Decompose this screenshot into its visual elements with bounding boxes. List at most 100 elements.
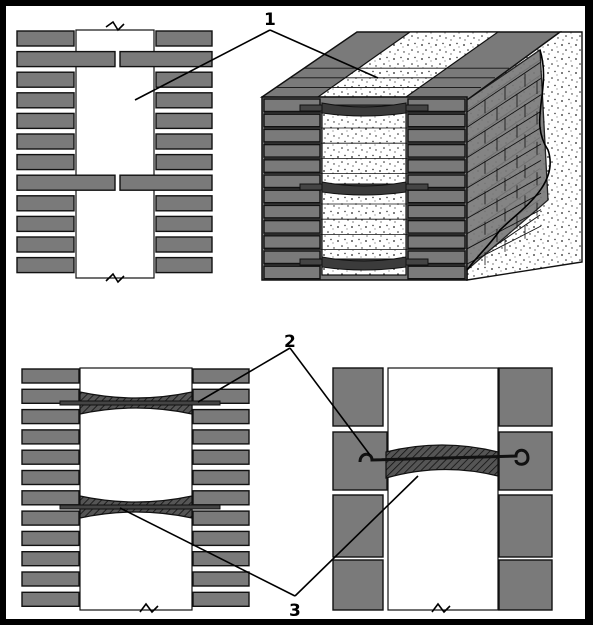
side-mortar bbox=[466, 143, 542, 189]
front-brick bbox=[407, 204, 466, 219]
brick bbox=[155, 256, 213, 274]
front-brick bbox=[407, 265, 466, 280]
side-mortar bbox=[466, 192, 542, 234]
brick bbox=[16, 153, 75, 171]
leader-3-right bbox=[294, 475, 419, 597]
brick bbox=[21, 571, 80, 587]
brick bbox=[16, 112, 75, 130]
tie-mortar-bed bbox=[321, 181, 407, 196]
front-brick bbox=[407, 235, 466, 250]
brick bbox=[16, 236, 75, 253]
leader-3-left bbox=[119, 507, 296, 597]
brick-left bbox=[332, 559, 384, 611]
front-brick bbox=[407, 219, 466, 234]
brick bbox=[21, 510, 80, 526]
brick-right bbox=[498, 494, 553, 558]
brick bbox=[192, 571, 250, 587]
brick bbox=[21, 591, 80, 607]
brick bbox=[16, 133, 75, 150]
section-bottom-right-enlarged-tie bbox=[387, 367, 499, 611]
brick bbox=[192, 449, 250, 465]
brick bbox=[155, 112, 213, 130]
brick bbox=[21, 490, 80, 506]
brick bbox=[155, 92, 213, 109]
brick bbox=[192, 408, 250, 425]
side-brick-area bbox=[466, 48, 549, 272]
brick bbox=[16, 30, 75, 47]
side-mortar bbox=[466, 78, 542, 128]
brick bbox=[155, 153, 213, 171]
side-mortar bbox=[466, 127, 542, 174]
infill-core bbox=[387, 367, 499, 611]
side-mortar bbox=[466, 225, 542, 265]
brick bbox=[21, 530, 80, 547]
side-mortar bbox=[466, 160, 542, 204]
front-brick bbox=[263, 204, 321, 219]
leader-1-right bbox=[269, 29, 379, 79]
leader-2-left bbox=[197, 347, 291, 403]
front-brick bbox=[263, 128, 321, 143]
brick bbox=[21, 429, 80, 445]
bond-brick bbox=[119, 174, 213, 191]
upper-tie bbox=[59, 400, 221, 406]
brick bbox=[192, 510, 250, 526]
wall-tie-with-hooks bbox=[358, 448, 530, 466]
brick-left bbox=[332, 367, 384, 427]
brick-right bbox=[498, 367, 553, 427]
callout-3: 3 bbox=[289, 601, 301, 621]
brick bbox=[192, 591, 250, 607]
brick bbox=[192, 429, 250, 445]
brick bbox=[16, 92, 75, 109]
brick bbox=[155, 236, 213, 253]
callout-2: 2 bbox=[284, 332, 296, 352]
front-brick bbox=[407, 189, 466, 204]
front-brick bbox=[407, 143, 466, 158]
brick bbox=[155, 30, 213, 47]
brick bbox=[155, 133, 213, 150]
break-line-bottom bbox=[139, 602, 159, 614]
brick bbox=[155, 215, 213, 233]
side-mortar bbox=[466, 94, 542, 143]
brick bbox=[16, 195, 75, 212]
front-brick bbox=[263, 113, 321, 128]
front-brick bbox=[263, 265, 321, 280]
half-brick-right bbox=[498, 431, 553, 491]
break-line-bottom bbox=[105, 272, 125, 284]
break-line-top bbox=[105, 20, 125, 32]
side-mortar bbox=[466, 110, 542, 158]
brick bbox=[192, 490, 250, 506]
brick bbox=[16, 71, 75, 88]
front-brick bbox=[263, 219, 321, 234]
brick bbox=[21, 449, 80, 465]
brick bbox=[21, 469, 80, 486]
bond-brick bbox=[16, 50, 116, 68]
callout-1: 1 bbox=[264, 10, 276, 30]
leader-2-right bbox=[289, 347, 371, 456]
tie-mortar-bed bbox=[321, 102, 407, 117]
brick bbox=[155, 71, 213, 88]
brick bbox=[21, 408, 80, 425]
leader-lines bbox=[119, 29, 419, 597]
side-mortar bbox=[466, 209, 542, 250]
side-mortar bbox=[466, 176, 542, 219]
generated-elements bbox=[16, 20, 553, 614]
side-mortar bbox=[466, 61, 542, 113]
break-line-bottom bbox=[431, 602, 451, 614]
brick bbox=[16, 256, 75, 274]
brick bbox=[192, 530, 250, 547]
brick bbox=[192, 368, 250, 384]
brick bbox=[155, 195, 213, 212]
bond-brick bbox=[16, 174, 116, 191]
front-brick bbox=[407, 128, 466, 143]
front-brick bbox=[263, 235, 321, 250]
brick-left bbox=[332, 494, 384, 558]
brick bbox=[192, 469, 250, 486]
cutaway-edge bbox=[466, 49, 551, 271]
front-brick bbox=[263, 159, 321, 174]
brick bbox=[21, 551, 80, 567]
front-brick bbox=[263, 143, 321, 158]
front-brick bbox=[407, 159, 466, 174]
brick bbox=[16, 215, 75, 233]
leader-1-left bbox=[134, 29, 271, 101]
side-brick-face bbox=[466, 48, 549, 272]
